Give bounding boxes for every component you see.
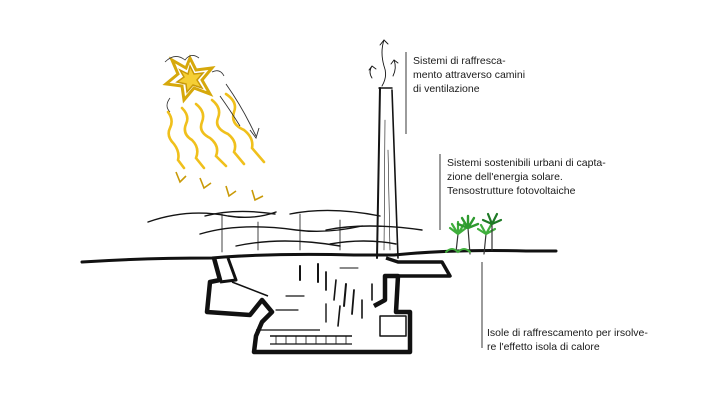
air-flow [379,39,389,46]
section-right-box [385,256,452,278]
palm-shrub [445,248,471,254]
ray-arrow [199,177,212,190]
canopy [325,225,423,231]
chimney-wall [376,87,381,259]
sun-icon [162,54,225,113]
sun-star-inner [175,63,205,94]
wind-lines [219,83,260,139]
ray-arrow [225,185,237,198]
ground-profile [80,249,558,264]
chimney-wall [391,89,399,259]
ventilation-chimney [368,39,399,259]
sun-star [162,54,216,104]
leader-lines [405,52,483,348]
canopy [235,240,341,247]
wind-line [225,83,257,137]
canopy [147,211,277,223]
palm-fronds [448,220,468,236]
air-flow [381,39,387,87]
canopy [204,210,276,217]
palm-trunk [483,233,487,255]
sun-ray [194,102,228,168]
section-slab [231,281,269,297]
section-room [379,315,407,337]
sun-ray [224,92,266,164]
sun-rays [166,92,266,170]
sun-scribble [164,55,225,113]
canopy [199,225,363,235]
chimney-inner [383,119,386,251]
air-flow [392,59,396,77]
hatch [337,305,341,327]
hatch [343,283,347,307]
air-flow [368,65,377,79]
underground-section [204,256,452,355]
ray-arrow [175,171,187,184]
sun-ray [210,98,246,166]
palm-fronds [476,223,497,236]
palm-tree-icon [445,212,503,255]
section-slab [219,257,238,284]
annotation-ventilation: Sistemi di raffresca- mento attraverso c… [413,55,526,95]
tensile-canopies [147,209,423,253]
ground-line [80,249,558,264]
palm-fronds [456,214,480,230]
canopy [289,209,381,217]
ray-arrow [251,189,264,202]
hatch [333,279,337,301]
annotation-solar: Sistemi sostenibili urbani di capta- zio… [447,157,606,197]
air-flow [390,59,399,65]
palm-trunk [467,227,471,255]
wind-arrow [249,127,260,139]
sun-ray [166,110,186,170]
section-outline [204,257,413,355]
hatch [351,289,355,315]
sun-ray [180,106,206,170]
section-hatching [275,263,373,327]
palm-fronds [481,212,503,226]
sun-ray-arrows [175,171,264,202]
chimney-inner [387,149,391,251]
palm-trunk [455,233,459,253]
annotation-cooling: Isole di raffrescamento per irsolve- re … [487,327,648,353]
wind-line [219,95,241,127]
